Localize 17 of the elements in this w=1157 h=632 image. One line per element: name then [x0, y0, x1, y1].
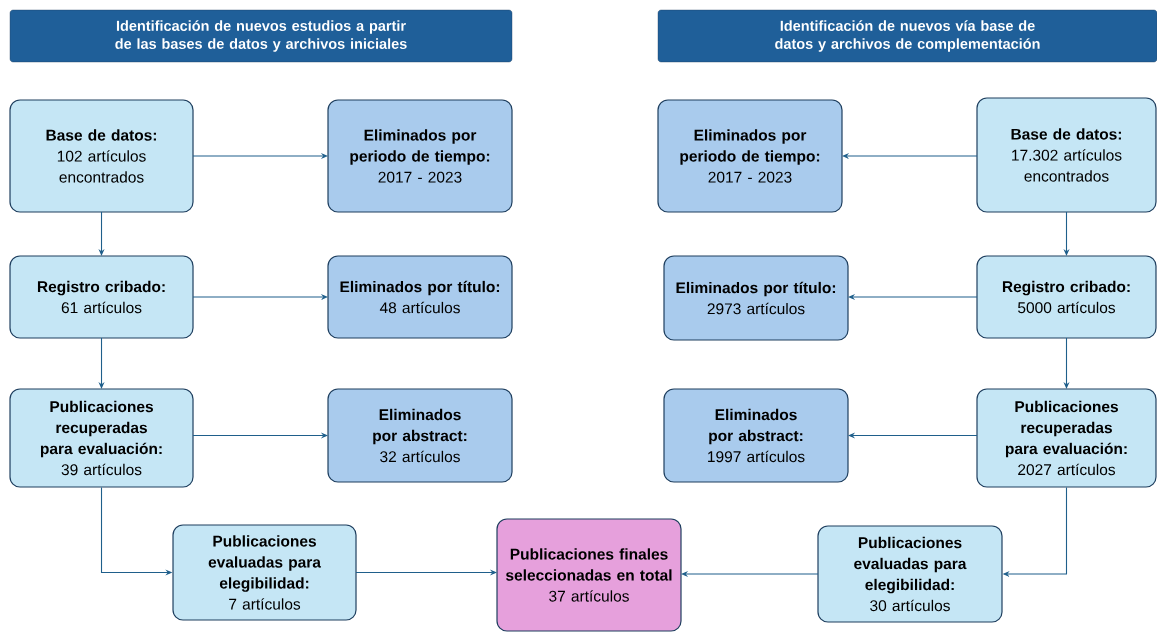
- process-box: Registro cribado: 61 artículos: [9, 255, 194, 339]
- exclusion-box: Eliminados por título: 48 artículos: [327, 255, 513, 339]
- process-box: Base de datos: 102 artículos encontrados: [9, 99, 194, 213]
- exclusion-box: Eliminados por periodo de tiempo: 2017 - 2023: [657, 99, 843, 213]
- exclusion-box: Eliminados por abstract: 1997 artículos: [663, 388, 849, 483]
- process-box: Registro cribado: 5000 artículos: [976, 255, 1157, 339]
- process-box: Publicaciones recuperadas para evaluación: 39 artículos: [9, 388, 194, 488]
- process-box: Publicaciones evaluadas para elegibilidad: 30 artículos: [817, 525, 1003, 623]
- exclusion-box: Eliminados por abstract: 32 artículos: [327, 388, 513, 483]
- exclusion-box: Eliminados por periodo de tiempo: 2017 - 2023: [327, 99, 513, 213]
- header-banner: Identificación de nuevos vía base de datos y archivos de complementación: [657, 9, 1157, 63]
- header-banner: Identificación de nuevos estudios a partir de las bases de datos y archivos iniciales: [9, 9, 513, 63]
- process-box: Base de datos: 17.302 artículos encontrados: [976, 97, 1157, 213]
- process-box: Publicaciones recuperadas para evaluación: 2027 artículos: [976, 388, 1157, 488]
- process-box: Publicaciones evaluadas para elegibilidad: 7 artículos: [172, 524, 357, 621]
- exclusion-box: Eliminados por título: 2973 artículos: [663, 255, 849, 341]
- result-box: Publicaciones finales seleccionadas en total 37 artículos: [496, 518, 682, 632]
